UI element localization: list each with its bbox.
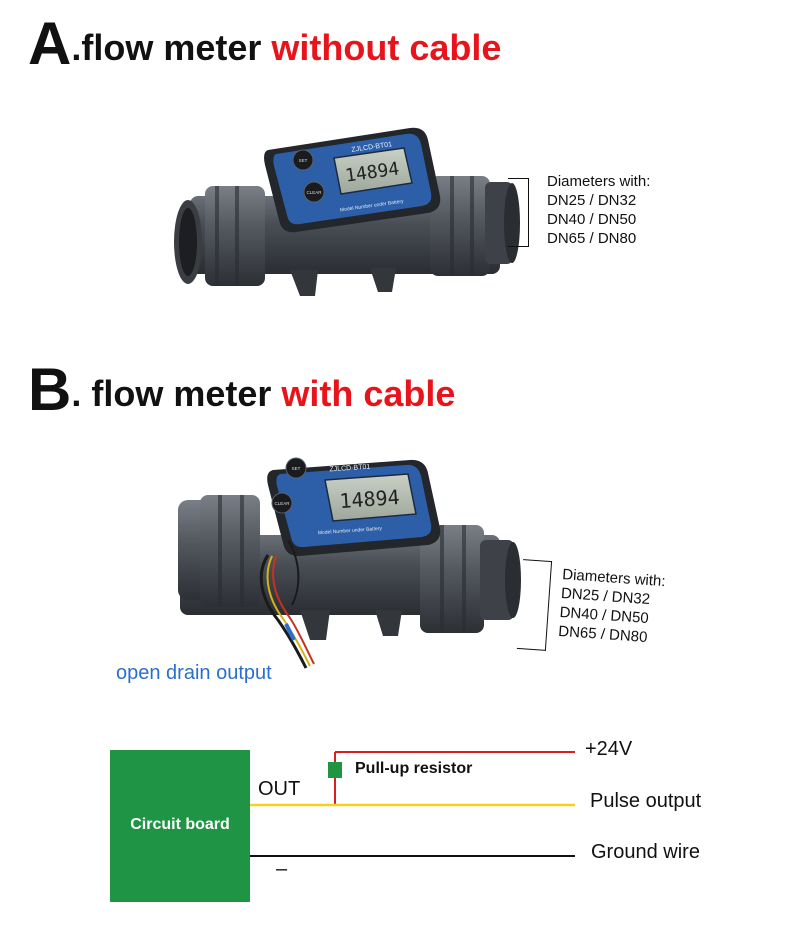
- circuit-board-label: Circuit board: [130, 816, 230, 833]
- flow-meter-b: ZJLCD-BT01 14894 SET CLEAR Model Number …: [178, 457, 521, 669]
- ground-wire-label: Ground wire: [591, 841, 700, 863]
- meter-b-set-button: [285, 457, 307, 479]
- supply-label: +24V: [585, 738, 633, 760]
- meter-a-diameters-line: DN65 / DN80: [547, 230, 637, 247]
- meter-a-right-opening: [504, 183, 520, 263]
- meter-b-cable-yellow: [266, 555, 311, 667]
- meter-b-clear-button: [271, 492, 293, 514]
- section-b-letter: B: [28, 356, 72, 423]
- meter-a-set-button: [292, 149, 314, 171]
- meter-b-lcd: [324, 473, 417, 522]
- meter-a-set-label: SET: [299, 158, 308, 163]
- meter-a-clear-label: CLEAR: [306, 190, 322, 195]
- section-a-title-accent: without cable: [271, 27, 502, 68]
- meter-a-pipe: [190, 196, 500, 274]
- ground-symbol: –: [276, 858, 288, 880]
- meter-b-cable-black: [259, 554, 308, 669]
- meter-a-diameters: Diameters with: DN25 / DN32 DN40 / DN50 …: [547, 172, 650, 248]
- meter-b-diameters: Diameters with: DN25 / DN32 DN40 / DN50 …: [558, 565, 666, 648]
- meter-a-diameter-bracket: [508, 178, 529, 247]
- flow-meter-a: ZJLCD-BT01 14894 SET CLEAR Model Number …: [174, 127, 520, 296]
- meter-a-diameters-line: DN40 / DN50: [547, 211, 637, 228]
- section-a-letter: A: [28, 10, 72, 77]
- meter-a-lcd: [333, 147, 413, 195]
- pulse-output-label: Pulse output: [590, 790, 702, 812]
- pull-up-resistor-label: Pull-up resistor: [355, 760, 473, 777]
- meter-b-cable-sleeve: [284, 623, 296, 641]
- meter-a-diameters-line: DN25 / DN32: [547, 192, 637, 209]
- meter-a-clear-button: [303, 181, 325, 203]
- meter-b-left-coupling: [200, 495, 260, 607]
- section-b-heading: B. flow meter with cable: [28, 360, 455, 420]
- section-a-title: .flow meter: [71, 27, 272, 68]
- meter-b-brand: ZJLCD-BT01: [329, 464, 370, 474]
- open-drain-output-label: open drain output: [116, 662, 272, 684]
- meter-b-clear-label: CLEAR: [274, 501, 290, 506]
- meter-a-diameters-title: Diameters with:: [547, 173, 651, 190]
- meter-b-cable-red: [272, 555, 315, 665]
- section-b-title: . flow meter: [71, 373, 282, 414]
- meter-b-set-label: SET: [292, 466, 301, 471]
- out-label: OUT: [258, 778, 301, 800]
- section-b-title-accent: with cable: [281, 373, 456, 414]
- meter-b-caption: Model Number under Battery: [318, 526, 383, 536]
- circuit-wiring: [250, 751, 575, 857]
- meter-b-right-coupling: [420, 525, 484, 633]
- meter-b-reading: 14894: [339, 485, 401, 513]
- meter-b-right-opening: [505, 542, 521, 618]
- circuit-board: Circuit board: [110, 750, 250, 902]
- section-a-heading: A.flow meter without cable: [28, 14, 501, 74]
- meter-a-right-coupling: [430, 176, 490, 276]
- pull-up-resistor: [328, 762, 342, 778]
